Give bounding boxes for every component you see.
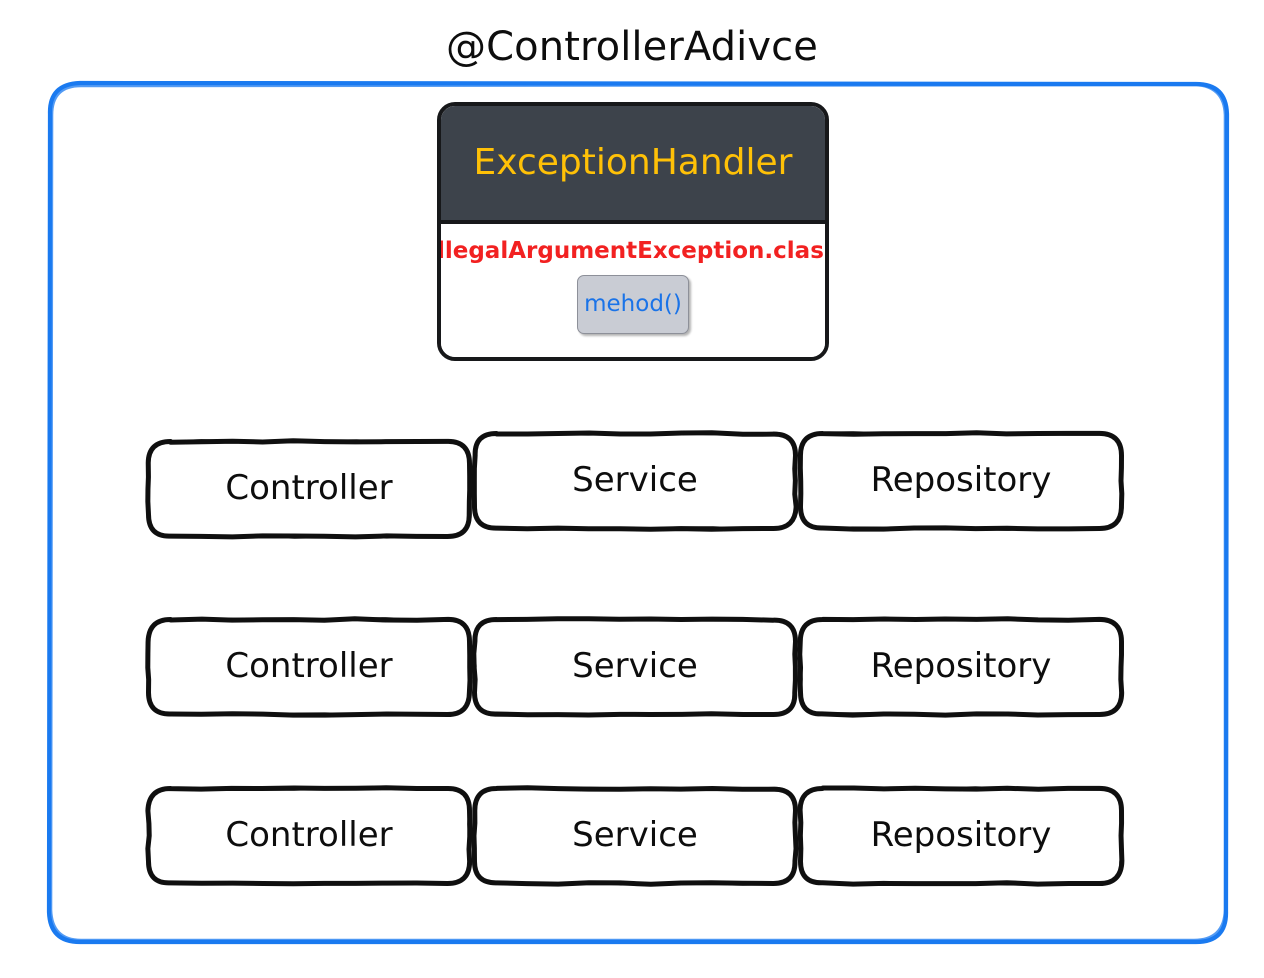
layer-box-service[interactable]: Service [471,616,798,718]
layer-box-service[interactable]: Service [471,785,799,887]
controller-advice-container [46,80,1230,946]
layer-box-service[interactable]: Service [471,430,799,532]
layer-box-repository[interactable]: Repository [797,785,1125,887]
layer-box-controller[interactable]: Controller [145,785,473,887]
page-title: @ControllerAdivce [446,24,818,70]
exception-handler-body: IllegalArgumentException.class mehod() [441,224,825,357]
handler-method-label: mehod() [584,291,682,318]
exception-handler-card: ExceptionHandler IllegalArgumentExceptio… [437,102,829,361]
handler-method-button[interactable]: mehod() [577,275,689,335]
exception-class-label: IllegalArgumentException.class [437,238,829,264]
layer-box-controller[interactable]: Controller [145,616,473,718]
exception-handler-header: ExceptionHandler [441,106,825,224]
layer-box-repository[interactable]: Repository [797,430,1125,532]
layer-box-repository[interactable]: Repository [797,616,1125,718]
container-border-sketch [46,80,1230,945]
layer-box-controller[interactable]: Controller [145,438,473,540]
exception-handler-title: ExceptionHandler [473,142,793,184]
